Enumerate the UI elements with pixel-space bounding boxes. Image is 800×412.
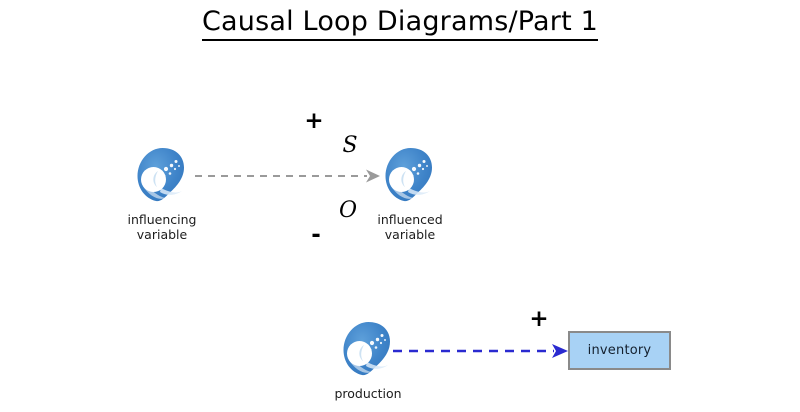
production-to-inventory-arrow[interactable] <box>392 341 572 361</box>
inventory-stock-label: inventory <box>587 343 652 358</box>
influence-link-arrow[interactable] <box>194 166 384 186</box>
page-title-text: Causal Loop Diagrams/Part 1 <box>201 6 599 41</box>
link-polarity-opposite: O <box>338 198 358 223</box>
influencing-variable-cloud-icon[interactable] <box>131 144 193 206</box>
link-polarity-plus: + <box>304 108 324 134</box>
inventory-stock-box[interactable]: inventory <box>568 331 671 370</box>
production-cloud-icon[interactable] <box>337 318 399 380</box>
production-label: production <box>334 386 402 401</box>
link-polarity-minus: - <box>311 222 321 248</box>
influenced-variable-label: influenced variable <box>377 212 443 242</box>
inventory-link-polarity-plus: + <box>529 306 549 332</box>
influenced-variable-cloud-icon[interactable] <box>379 144 441 206</box>
page-title: Causal Loop Diagrams/Part 1 <box>0 6 800 41</box>
link-polarity-same: S <box>342 133 358 158</box>
influencing-variable-label: influencing variable <box>127 212 197 242</box>
